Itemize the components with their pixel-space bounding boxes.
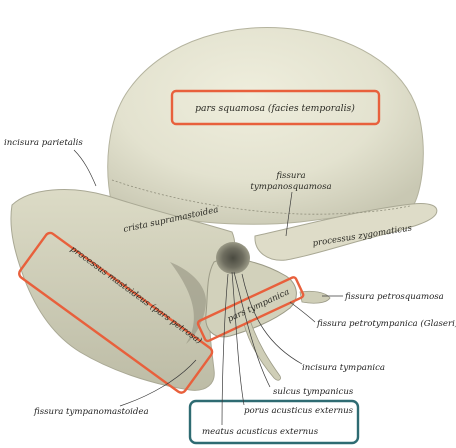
highlight-box-pars-squamosa — [170, 89, 381, 126]
label-incisura-tympanica: incisura tympanica — [302, 363, 385, 373]
label-fissura-petrotympanica: fissura petrotympanica (Glaseri) — [316, 318, 456, 329]
highlight-box-meatus — [188, 399, 360, 445]
label-meatus-acusticus-externus: meatus acusticus externus — [202, 427, 319, 437]
label-fissura-petrosquamosa: fissura petrosquamosa — [344, 292, 444, 302]
highlight-box-processus-mastoideus — [18, 231, 214, 394]
mastoid-region-shape — [10, 189, 236, 391]
styloid-process — [243, 319, 281, 381]
leader-meatus-acusticus — [221, 273, 229, 426]
label-porus-acusticus-externus: porus acusticus externus — [244, 406, 354, 416]
squama-plate — [107, 27, 424, 225]
label-fissura-tympanomastoidea: fissura tympanomastoidea — [33, 407, 149, 417]
leader-incisura-tympanica — [241, 273, 303, 365]
meatus-opening — [216, 242, 250, 274]
leader-fissura-tympanosquamosa — [285, 191, 293, 237]
leader-incisura-parietalis — [73, 149, 97, 187]
small-process — [299, 290, 331, 304]
suture-line — [111, 179, 411, 215]
label-sulcus-tympanicus: sulcus tympanicus — [273, 387, 354, 397]
label-fissura-tympanosquamosa-line1: fissura — [275, 171, 305, 181]
leader-fissura-tympanomastoidea — [119, 359, 197, 407]
leader-sulcus-tympanicus — [233, 271, 271, 388]
label-pars-squamosa: pars squamosa (facies temporalis) — [195, 103, 355, 114]
leader-fissura-petrotympanica — [289, 301, 316, 323]
highlight-box-pars-tympanica — [196, 276, 305, 343]
leader-porus-acusticus — [231, 271, 245, 406]
label-incisura-parietalis: incisura parietalis — [4, 138, 83, 148]
label-fissura-tympanosquamosa-line2: tympanosquamosa — [250, 182, 331, 192]
